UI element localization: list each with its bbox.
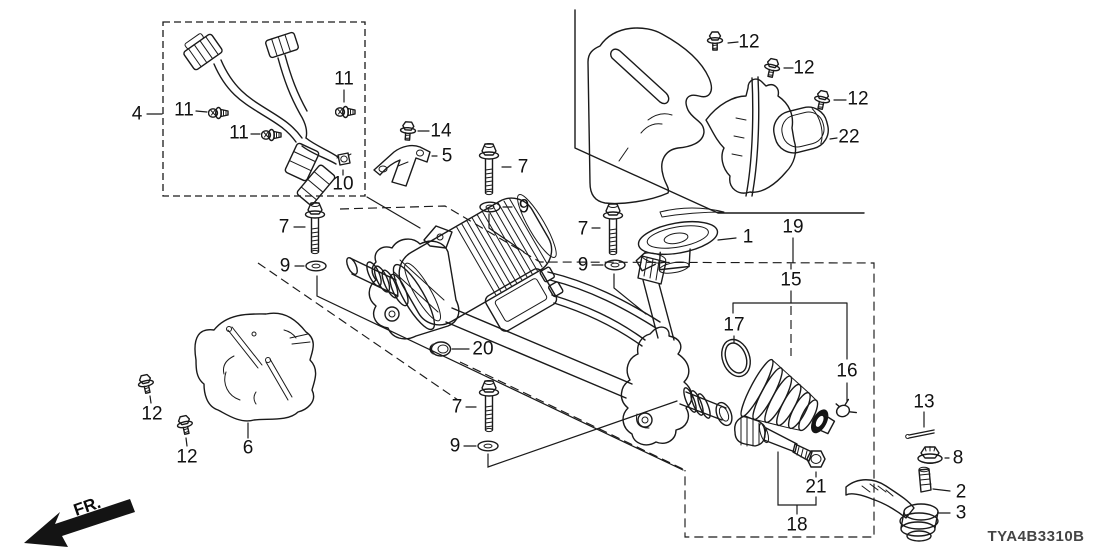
callout-1: 1 [743, 227, 754, 248]
callout-17: 17 [723, 315, 744, 336]
fr-direction-arrow: FR. [24, 493, 135, 547]
callout-12b: 12 [793, 58, 814, 79]
callout-9d: 9 [450, 436, 461, 457]
callout-3: 3 [956, 503, 967, 524]
castle-nut-8-drawing [917, 446, 943, 464]
screw-12d [136, 372, 156, 396]
screw-12a [706, 31, 724, 51]
shield-plate-drawing [194, 312, 317, 422]
callout-10: 10 [332, 174, 353, 195]
callout-18: 18 [786, 515, 807, 536]
callout-5: 5 [442, 146, 453, 167]
bolt-7a [304, 201, 326, 255]
boot-drawing [740, 358, 836, 435]
callout-9b: 9 [519, 197, 530, 218]
callout-8: 8 [953, 448, 964, 469]
screw-12b [762, 56, 782, 80]
callout-12e: 12 [176, 447, 197, 468]
figure-code: TYA4B3310B [988, 528, 1085, 545]
harness-reference-box [162, 21, 366, 197]
callout-15: 15 [780, 270, 801, 291]
gearbox-assembly-drawing [346, 194, 733, 446]
callout-11c: 11 [334, 69, 354, 90]
callout-21: 21 [805, 477, 826, 498]
callout-20: 20 [472, 339, 493, 360]
nut-21-drawing [806, 450, 826, 468]
callout-7b: 7 [518, 157, 529, 178]
cotter-pin-13-drawing [905, 429, 935, 439]
screw-12c [812, 88, 832, 112]
callout-9c: 9 [578, 255, 589, 276]
callout-11b: 11 [229, 123, 249, 144]
callout-7c: 7 [578, 219, 589, 240]
tie-rod-end-drawing [845, 429, 943, 542]
callout-13: 13 [913, 392, 934, 413]
bolt-7d [478, 379, 500, 433]
clip-nut-10 [336, 152, 352, 166]
screw-14 [399, 120, 417, 142]
callout-12a: 12 [738, 32, 759, 53]
leader-lines [146, 41, 951, 515]
callout-14: 14 [430, 121, 452, 142]
snap-ring-drawing [721, 338, 751, 378]
callout-7a: 7 [279, 217, 290, 238]
callout-labels: 4 11 11 11 10 14 5 12 12 12 22 7 9 7 9 7 9 1 19 15 17 16 20 12 1… [132, 32, 967, 536]
bolt-7c [602, 202, 624, 256]
washer-9d [477, 440, 499, 452]
washer-9c [604, 259, 626, 271]
callout-4: 4 [132, 104, 143, 125]
callout-19: 19 [782, 217, 803, 238]
callout-2: 2 [956, 482, 967, 503]
clamp-clip-drawing [835, 398, 858, 418]
callout-16: 16 [836, 361, 857, 382]
callout-9a: 9 [280, 256, 291, 277]
bolt-11a [208, 106, 229, 120]
gearbox-reference-dashes [257, 205, 875, 538]
inner-tie-rod-drawing [734, 415, 813, 462]
washer-9a [305, 260, 327, 272]
heat-baffle-drawing [587, 27, 829, 218]
bolt-11b [261, 128, 282, 142]
screw-12e [175, 413, 195, 437]
bracket-drawing [373, 144, 431, 187]
grommet-drawing [429, 341, 452, 357]
callout-7d: 7 [452, 397, 463, 418]
callout-12d: 12 [141, 404, 162, 425]
baffle-reference-frame [574, 9, 865, 214]
callout-11a: 11 [174, 100, 194, 121]
callout-6: 6 [243, 438, 254, 459]
bolt-7b [478, 142, 500, 196]
callout-12c: 12 [847, 89, 868, 110]
wire-harness-drawing [183, 31, 339, 206]
callout-22: 22 [838, 127, 859, 148]
mount-cap-drawing [635, 220, 719, 274]
bolt-11c [335, 105, 356, 119]
